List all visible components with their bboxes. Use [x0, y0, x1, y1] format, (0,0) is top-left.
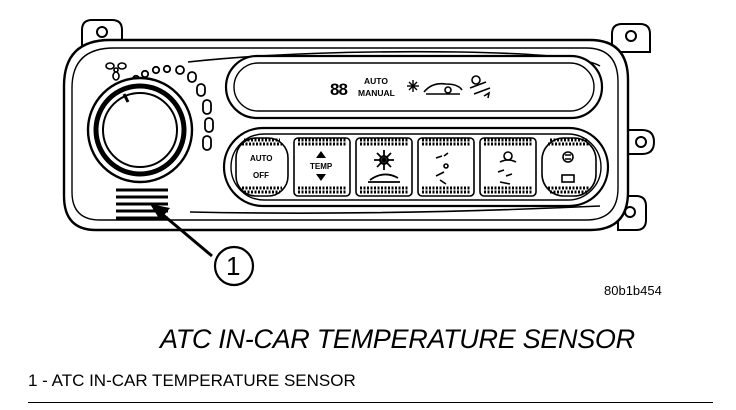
- temp-up-arrow-icon: [316, 151, 326, 158]
- atc-control-panel-diagram: 88 AUTO MANUAL: [62, 19, 656, 287]
- display-window: 88 AUTO MANUAL: [224, 54, 604, 120]
- recirculation-icon: [423, 82, 463, 95]
- legend-item: 1 - ATC IN-CAR TEMPERATURE SENSOR: [28, 371, 356, 390]
- fan-icon: [105, 62, 127, 81]
- vent-arrows-icon: [435, 152, 449, 185]
- defrost-floor-button[interactable]: [479, 137, 537, 197]
- off-label: OFF: [253, 171, 269, 180]
- vent-mode-button[interactable]: [417, 137, 475, 197]
- ac-snowflake-icon: [374, 150, 394, 170]
- inner-bezel: [71, 47, 619, 221]
- legend-rule: [28, 402, 713, 403]
- defrost-floor-icon: [497, 151, 517, 185]
- auto-label: AUTO: [250, 154, 273, 163]
- figure-title: ATC IN-CAR TEMPERATURE SENSOR: [160, 324, 635, 354]
- temp-down-arrow-icon: [316, 174, 326, 181]
- blower-knob[interactable]: [86, 76, 194, 184]
- callout-arrow: [150, 204, 213, 258]
- rear-defrost-button[interactable]: [541, 137, 597, 197]
- display-auto-text: AUTO: [364, 76, 388, 86]
- display-segments: 88: [330, 80, 347, 99]
- auto-off-button[interactable]: [235, 137, 289, 197]
- recirc-car-icon: [368, 173, 400, 183]
- temp-label: TEMP: [310, 162, 333, 171]
- snowflake-icon: [407, 80, 419, 92]
- figure-id: 80b1b454: [604, 283, 662, 298]
- air-flow-icon: [469, 75, 491, 99]
- buttons: [235, 137, 597, 197]
- callout-marker: 1: [213, 245, 255, 287]
- temp-button[interactable]: [293, 137, 351, 197]
- rear-defrost-icon: [561, 151, 575, 183]
- callout-number: 1: [226, 251, 240, 281]
- display-manual-text: MANUAL: [358, 88, 395, 98]
